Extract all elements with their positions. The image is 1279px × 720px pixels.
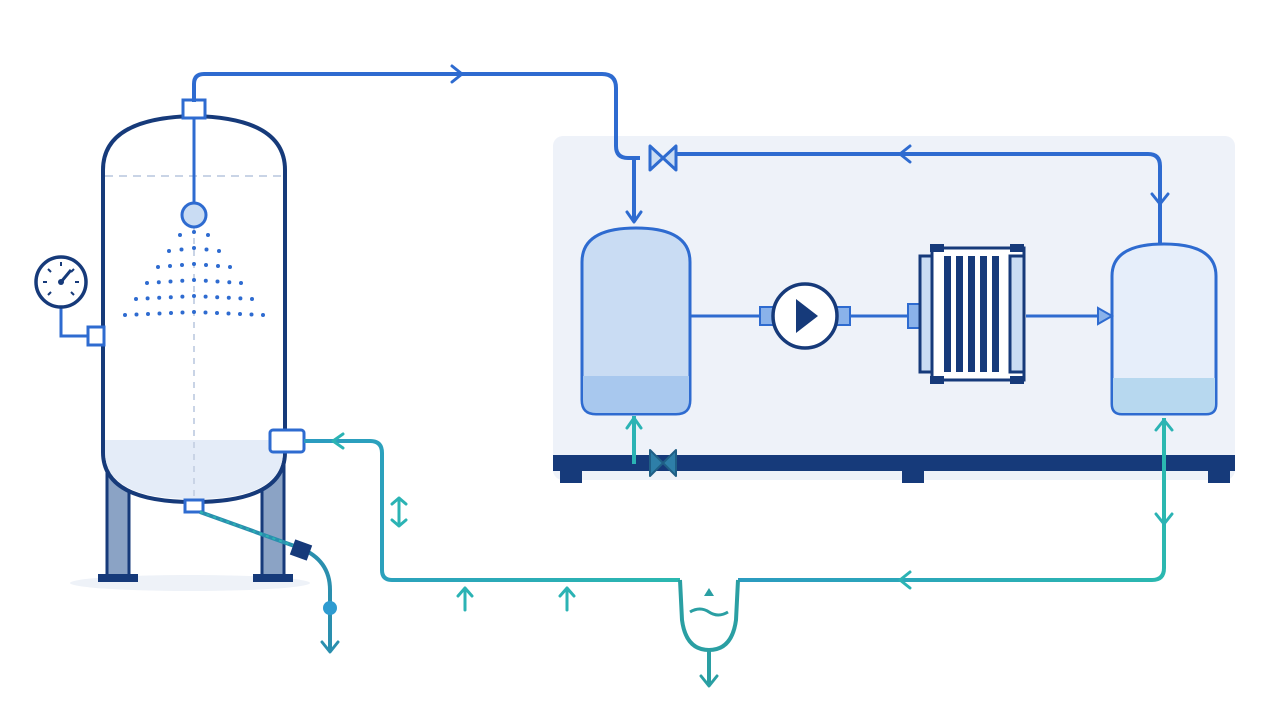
spray-droplet bbox=[134, 312, 139, 317]
spray-droplet bbox=[180, 278, 185, 283]
drain-trap bbox=[678, 579, 740, 688]
spray-droplet bbox=[238, 312, 242, 316]
spray-droplet bbox=[180, 294, 185, 299]
receiver-tank bbox=[1097, 242, 1218, 416]
spray-droplet bbox=[168, 264, 172, 268]
plate-heat-exchanger bbox=[907, 244, 1026, 384]
spray-droplet bbox=[179, 247, 184, 252]
spray-nozzle-icon bbox=[180, 118, 208, 229]
spray-droplet bbox=[227, 280, 232, 285]
spray-droplet bbox=[168, 279, 173, 284]
spray-droplet bbox=[192, 310, 196, 314]
spray-droplet bbox=[156, 280, 161, 285]
spray-droplet bbox=[226, 295, 231, 300]
spray-droplet bbox=[123, 313, 127, 317]
butterfly-valve-icon bbox=[648, 144, 678, 172]
feed-tank bbox=[580, 226, 692, 416]
spray-droplet bbox=[239, 281, 243, 285]
skid-panel bbox=[553, 136, 1235, 480]
spray-droplet bbox=[192, 294, 196, 298]
spray-droplet bbox=[228, 265, 232, 269]
spray-droplet bbox=[261, 313, 265, 317]
spray-droplet bbox=[157, 311, 162, 316]
process-line-overhead bbox=[192, 72, 1162, 244]
spray-droplet bbox=[215, 295, 220, 300]
skid-base bbox=[553, 455, 1235, 483]
spray-droplet bbox=[217, 249, 221, 253]
spray-droplet bbox=[178, 233, 182, 237]
pressure-gauge bbox=[34, 255, 106, 347]
spray-droplet bbox=[180, 263, 184, 267]
spray-droplet bbox=[216, 264, 220, 268]
spray-droplet bbox=[145, 281, 149, 285]
inlet-valve bbox=[648, 144, 678, 172]
spray-droplet bbox=[203, 294, 208, 299]
return-line bbox=[304, 418, 1166, 582]
spray-droplet bbox=[169, 311, 173, 315]
spray-droplet bbox=[250, 297, 254, 301]
spray-droplet bbox=[146, 312, 150, 316]
tank-drain-line bbox=[199, 510, 340, 654]
spray-droplet bbox=[238, 296, 243, 301]
spray-droplet bbox=[180, 310, 185, 315]
pump bbox=[759, 282, 851, 350]
spray-droplet bbox=[134, 297, 138, 301]
spray-droplet bbox=[192, 230, 196, 234]
spray-droplet bbox=[145, 296, 150, 301]
plate-heat-exchanger-icon bbox=[944, 256, 999, 372]
spray-droplet bbox=[204, 247, 209, 252]
spray-droplet bbox=[215, 311, 219, 315]
spray-droplet bbox=[226, 311, 231, 316]
spray-droplet bbox=[204, 263, 208, 267]
drain-valve bbox=[649, 449, 677, 477]
spray-droplet bbox=[249, 312, 254, 317]
spray-droplet bbox=[203, 310, 208, 315]
spray-droplet bbox=[156, 265, 160, 269]
butterfly-valve-icon bbox=[649, 449, 677, 477]
flow-arrows-blue bbox=[450, 64, 1170, 224]
flow-arrows-teal bbox=[331, 416, 1174, 612]
spray-droplet bbox=[215, 279, 220, 284]
spray-droplet bbox=[192, 246, 196, 250]
spray-droplet bbox=[206, 233, 210, 237]
spray-droplet bbox=[168, 295, 173, 300]
spray-droplet bbox=[192, 278, 196, 282]
spray-droplet bbox=[192, 262, 196, 266]
spray-tank bbox=[98, 98, 306, 582]
spray-droplet bbox=[157, 295, 162, 300]
spray-droplet bbox=[167, 249, 171, 253]
spray-droplets bbox=[123, 230, 265, 317]
spray-droplet bbox=[203, 278, 208, 283]
